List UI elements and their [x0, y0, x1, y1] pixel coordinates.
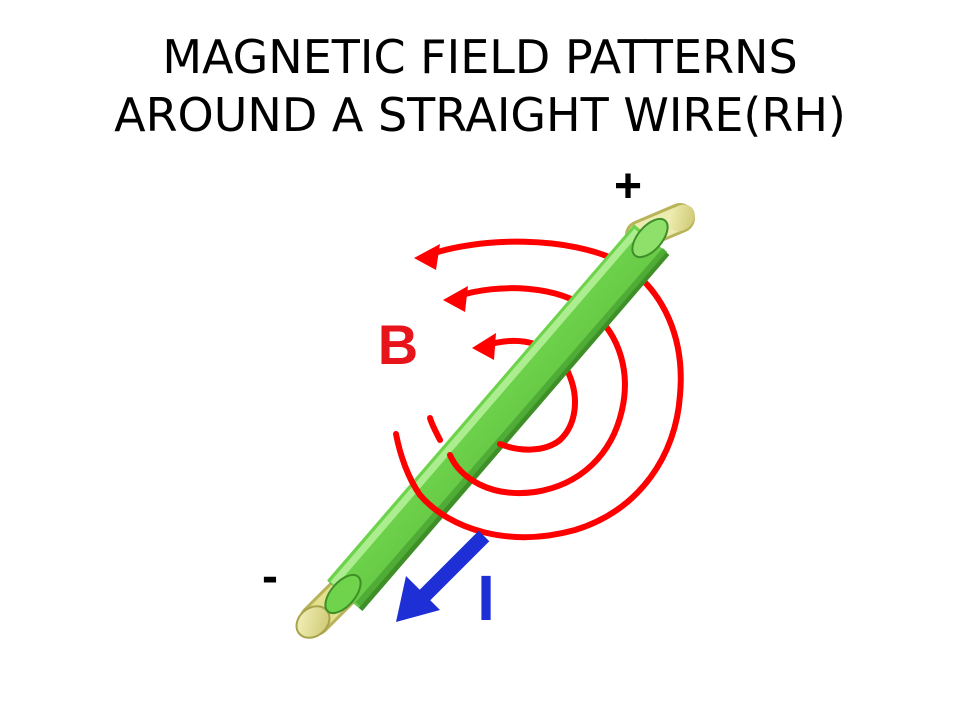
field-arrowheads: [414, 244, 496, 360]
field-loop-middle-tail: [427, 415, 443, 443]
field-lines-front: [393, 392, 683, 541]
wire-insulation-end-top: [631, 217, 669, 259]
arrowhead-icon: [443, 286, 468, 312]
current-label-i: I: [477, 562, 495, 634]
arrowhead-icon: [414, 244, 440, 270]
wire: [295, 203, 695, 639]
arrowhead-icon: [472, 333, 496, 360]
negative-terminal-label: -: [262, 550, 278, 603]
wire-insulation: [327, 224, 666, 608]
wire-insulation-end-bottom: [324, 573, 362, 615]
wire-highlight: [330, 228, 640, 587]
current-arrow: [396, 530, 490, 622]
slide-title: MAGNETIC FIELD PATTERNS AROUND A STRAIGH…: [0, 28, 960, 144]
field-loop-outer-front: [417, 392, 683, 541]
field-loop-middle-front: [447, 407, 625, 497]
positive-terminal-label: +: [614, 160, 642, 213]
field-label-b: B: [378, 313, 418, 376]
title-line-1: MAGNETIC FIELD PATTERNS: [162, 30, 798, 84]
field-loop-outer-tail: [393, 431, 423, 498]
field-loop-inner-front: [497, 437, 563, 453]
wire-shade: [355, 248, 668, 606]
title-line-2: AROUND A STRAIGHT WIRE(RH): [114, 88, 846, 142]
arrow-down-left-icon: [396, 576, 440, 622]
